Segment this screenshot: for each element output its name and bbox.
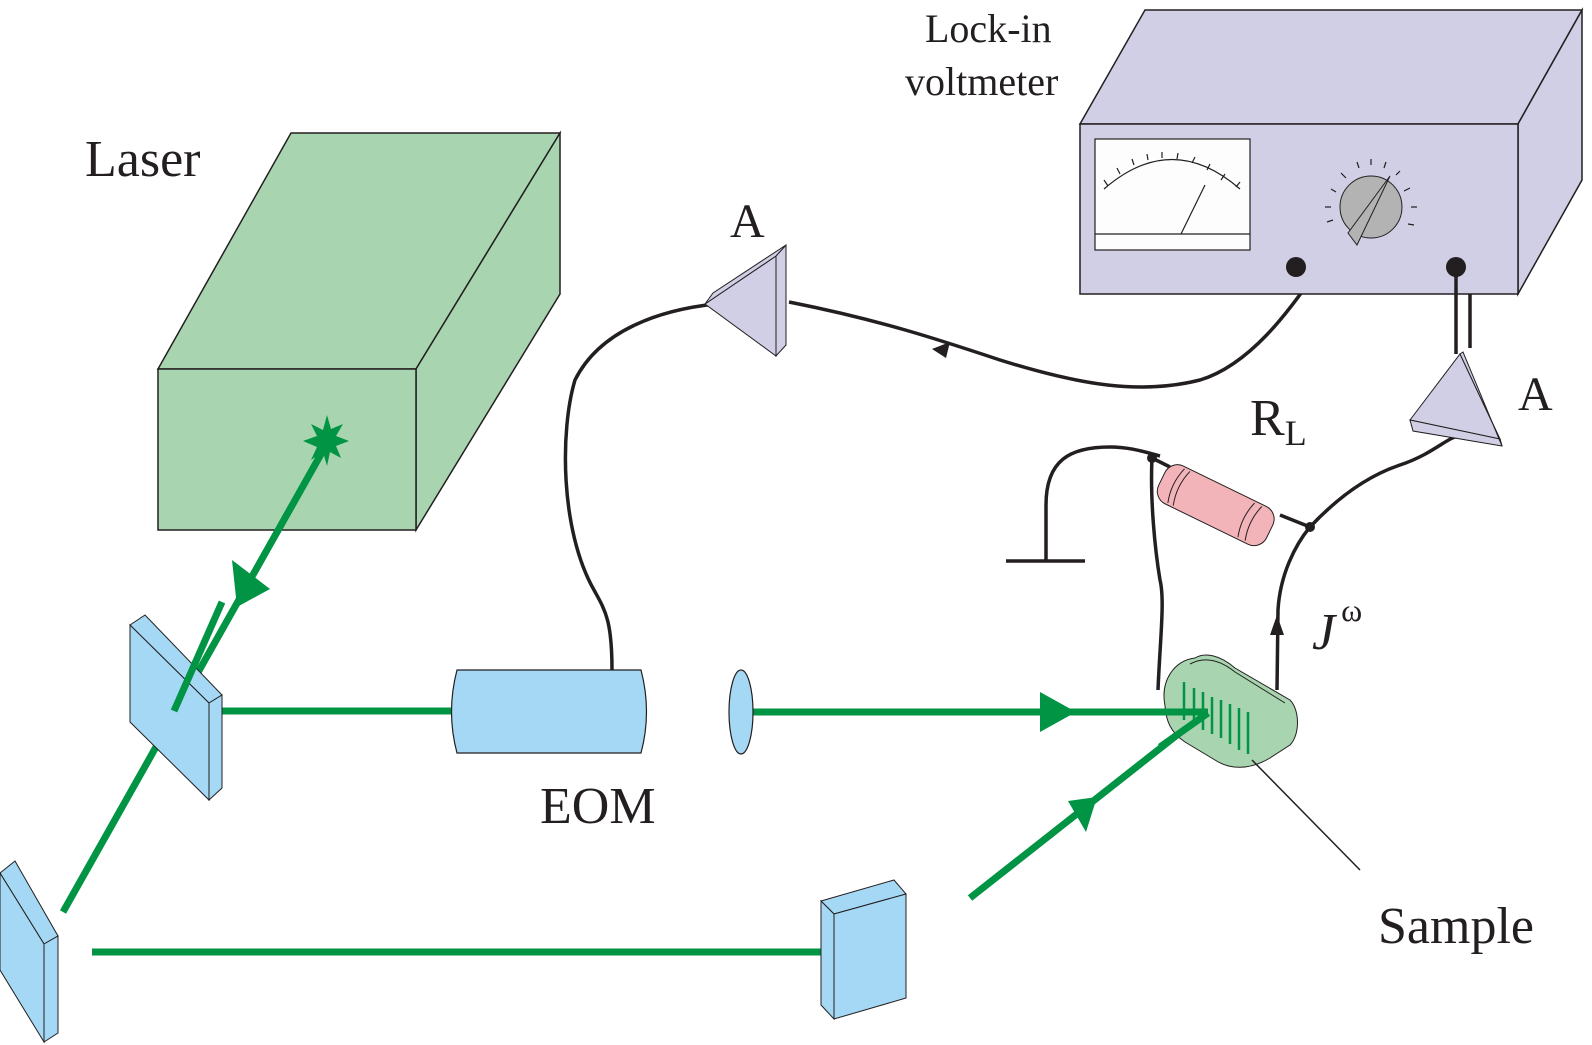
beam-splitter-overlay-beam	[170, 600, 226, 713]
lockin-label-line1: Lock-in	[925, 6, 1052, 51]
eom-body	[450, 669, 648, 754]
laser-emission-star-icon	[303, 415, 349, 466]
current-label-main: J	[1312, 604, 1338, 661]
signal-arrow-left-icon	[932, 342, 950, 358]
junction-node-right	[1305, 522, 1315, 532]
resistor-band-right	[1237, 502, 1255, 538]
resistor-band-left	[1167, 468, 1185, 504]
current-arrow-up-icon	[1270, 615, 1284, 635]
mirror-bottom-left	[0, 860, 59, 1044]
lockin-input-terminal[interactable]	[1286, 257, 1306, 277]
sample-label: Sample	[1378, 898, 1534, 955]
knob-pointer	[1347, 175, 1391, 246]
beam-splitter	[129, 614, 223, 802]
mirror-bc-face	[833, 893, 907, 1020]
knob-ticks	[1325, 159, 1417, 226]
resistor-body	[1156, 464, 1275, 547]
resistor-band-right-2	[1244, 506, 1263, 541]
mirror-bc-side	[820, 899, 835, 1021]
laser-box	[156, 130, 562, 533]
mirror-bottom-center	[820, 879, 907, 1021]
adjust-knob[interactable]	[1325, 159, 1417, 246]
wires	[563, 270, 1472, 691]
amplifier-right	[1409, 351, 1503, 447]
eom-cylinder	[450, 669, 754, 755]
beam-arrow-down-icon	[232, 560, 270, 607]
wire-sample-left	[1149, 457, 1164, 691]
amplifier-right-label: A	[1518, 368, 1553, 421]
amplifier-left	[704, 243, 787, 358]
resistor-label-sub: L	[1285, 413, 1307, 453]
meter-ticks	[1103, 152, 1241, 188]
lockin-label-line2: voltmeter	[905, 59, 1058, 104]
meter-window	[1094, 138, 1251, 251]
mirror-bl-side	[43, 935, 59, 1043]
wire-eom-to-amplifier	[563, 302, 716, 671]
laser-label: Laser	[85, 131, 200, 188]
beam-mirror3-out	[906, 896, 972, 897]
mirror3-reflection-start	[906, 897, 970, 898]
amplifier-left-label: A	[730, 195, 765, 248]
meter-scale-arc	[1103, 159, 1241, 190]
wire-lockin-to-amplifier	[788, 271, 1318, 389]
sample-edge	[1189, 659, 1286, 704]
beam-arrow-right-icon	[1040, 692, 1076, 732]
analog-meter	[1094, 138, 1251, 251]
resistor-label-main: R	[1250, 390, 1285, 447]
current-label-sup: ω	[1341, 592, 1362, 628]
amp-left-side	[775, 243, 787, 358]
eom-end-cap	[728, 669, 754, 755]
wire-resistor-right-to-node	[1279, 513, 1311, 529]
wire-ground-branch	[1044, 445, 1161, 562]
wire-node-to-amp-right	[1308, 435, 1456, 529]
beam-reflected-sample	[1157, 710, 1211, 750]
resistor-label: RL	[1250, 390, 1307, 453]
laser-front-face	[157, 368, 417, 531]
amp-left-top	[704, 244, 787, 305]
load-resistor	[1156, 464, 1275, 547]
amp-right-side	[1459, 351, 1503, 447]
resistor-band-left-2	[1172, 471, 1191, 506]
beam-arrow-diagonal-icon	[1068, 797, 1097, 832]
sample-leader-line	[1251, 759, 1361, 871]
amp-left-face	[704, 255, 777, 357]
beam-arrows	[232, 560, 1097, 832]
wire-node-to-sample	[1275, 525, 1312, 691]
junction-node-left	[1147, 453, 1157, 463]
lockin-top-face	[1078, 9, 1584, 125]
meter-needle	[1180, 184, 1206, 235]
eom-label: EOM	[540, 778, 656, 835]
beam-splitter-side	[208, 694, 223, 802]
